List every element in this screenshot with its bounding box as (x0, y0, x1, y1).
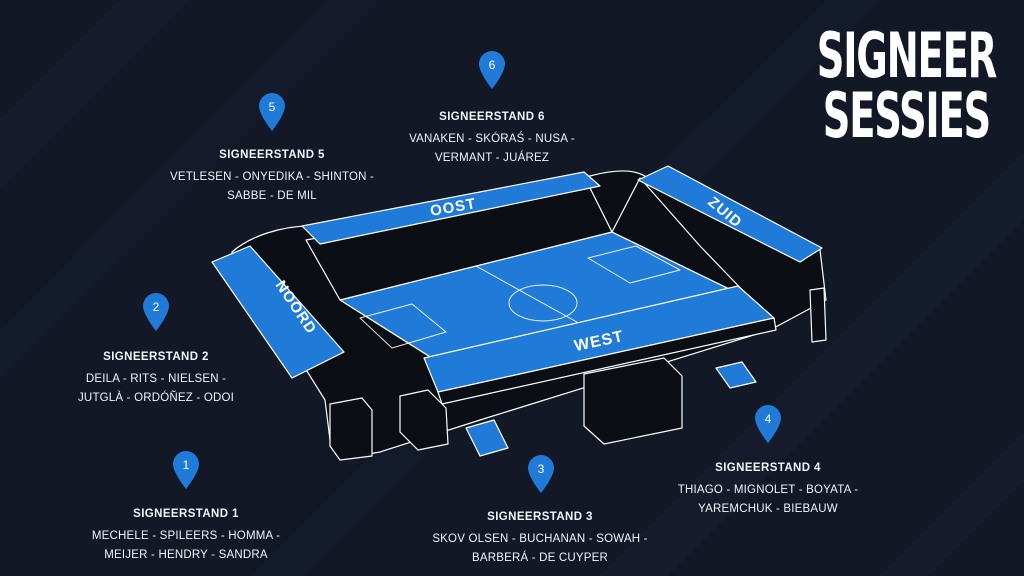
stand-players-line-2: JUTGLÀ - ORDÓÑEZ - ODOI (77, 392, 235, 404)
map-pin-6-icon[interactable]: 6 (478, 50, 506, 90)
stand-players-line-1: MECHELE - SPILEERS - HOMMA - (91, 530, 281, 542)
ticket-booth-2 (715, 361, 757, 389)
map-pin-4-icon[interactable]: 4 (754, 404, 782, 444)
signing-stand-2: SIGNEERSTAND 2 DEILA - RITS - NIELSEN - … (36, 348, 276, 408)
stadium-structure (211, 165, 827, 461)
side-block-right (809, 287, 827, 343)
building-left (329, 397, 373, 461)
pin-number-6: 6 (489, 58, 496, 72)
stand-players-line-1: VANAKEN - SKÓRAŚ - NUSA - (409, 133, 575, 145)
title-line-1: SIGNEER (816, 19, 997, 92)
signing-stand-4: SIGNEERSTAND 4 THIAGO - MIGNOLET - BOYAT… (648, 459, 888, 519)
stand-players-line-2: BARBERÁ - DE CUYPER (471, 552, 609, 564)
stand-title: SIGNEERSTAND 2 (103, 351, 209, 363)
map-pin-3-icon[interactable]: 3 (527, 454, 555, 494)
stand-title: SIGNEERSTAND 4 (715, 462, 821, 474)
ticket-booth-1 (465, 419, 509, 457)
stand-players-line-2: SABBE - DE MIL (227, 190, 317, 202)
stand-zuid (637, 165, 823, 263)
stand-title: SIGNEERSTAND 3 (487, 511, 593, 523)
building-large (583, 357, 683, 445)
stand-players-line-1: DEILA - RITS - NIELSEN - (85, 373, 227, 385)
stand-title: SIGNEERSTAND 1 (133, 508, 239, 520)
stand-noord (211, 245, 345, 379)
stand-players-line-2: YAREMCHUK - BIEBAUW (698, 503, 838, 515)
pin-number-3: 3 (538, 462, 545, 476)
stand-title: SIGNEERSTAND 5 (219, 149, 325, 161)
stand-oost (301, 171, 601, 245)
map-pin-5-icon[interactable]: 5 (258, 92, 286, 132)
stand-players-line-1: THIAGO - MIGNOLET - BOYATA - (677, 484, 859, 496)
zuid-inner-wall (611, 177, 753, 301)
signing-stand-6: SIGNEERSTAND 6 VANAKEN - SKÓRAŚ - NUSA -… (372, 108, 612, 168)
signing-stand-5: SIGNEERSTAND 5 VETLESEN - ONYEDIKA - SHI… (152, 146, 392, 206)
west-front-face (437, 317, 777, 405)
page-title: SIGNEER SESSIES (816, 19, 997, 152)
pin-number-4: 4 (765, 412, 772, 426)
signing-stand-3: SIGNEERSTAND 3 SKOV OLSEN - BUCHANAN - S… (410, 508, 670, 568)
pin-number-1: 1 (183, 458, 190, 472)
signing-stand-1: SIGNEERSTAND 1 MECHELE - SPILEERS - HOMM… (66, 505, 306, 565)
map-pin-1-icon[interactable]: 1 (172, 450, 200, 490)
pin-number-2: 2 (153, 300, 160, 314)
pin-number-5: 5 (269, 100, 276, 114)
stand-players-line-1: VETLESEN - ONYEDIKA - SHINTON - (169, 171, 375, 183)
stand-players-line-2: MEIJER - HENDRY - SANDRA (104, 549, 268, 561)
stand-title: SIGNEERSTAND 6 (439, 111, 545, 123)
stand-players-line-2: VERMANT - JUÁREZ (434, 152, 550, 164)
stand-players-line-1: SKOV OLSEN - BUCHANAN - SOWAH - (432, 533, 648, 545)
building-small (399, 389, 449, 451)
map-pin-2-icon[interactable]: 2 (142, 292, 170, 332)
title-line-2: SESSIES (822, 79, 991, 152)
